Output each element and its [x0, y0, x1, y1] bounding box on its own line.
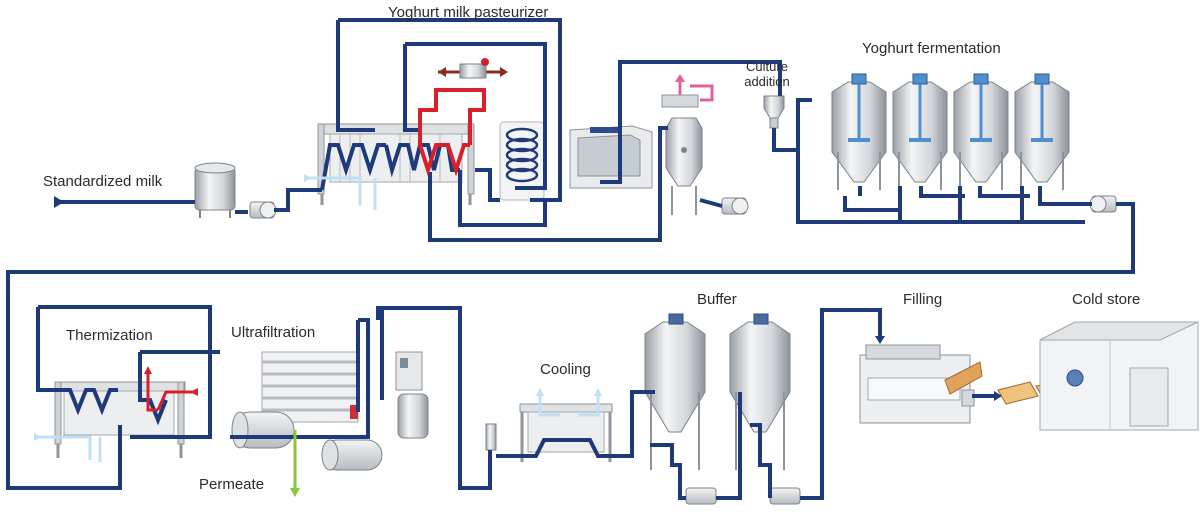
- feed-pump: [249, 201, 277, 219]
- label-standardized-milk: Standardized milk: [43, 173, 163, 190]
- label-thermization: Thermization: [66, 327, 153, 344]
- label-filling: Filling: [903, 291, 943, 308]
- cooling-water-cooler: [538, 394, 600, 417]
- heating-in-arrow-icon: [190, 388, 198, 396]
- to-cold-store-arrow-icon: [994, 391, 1002, 401]
- steam-in-arrow-icon: [500, 67, 508, 77]
- cooling-water-thermization: [40, 435, 102, 462]
- heating-out-arrow-icon: [144, 366, 152, 374]
- ultrafiltration-plant: [261, 351, 429, 439]
- cooling-water-pasteurizer: [310, 176, 377, 210]
- fermentation-outlet-pump: [1089, 195, 1117, 213]
- deaerator-pump: [721, 197, 749, 215]
- label-cooling: Cooling: [540, 361, 591, 378]
- product-pipe-pasteurizer: [235, 18, 562, 227]
- label-buffer: Buffer: [697, 291, 737, 308]
- buffer-pumps: [685, 487, 801, 505]
- fermentation-manifold: [6, 186, 1135, 490]
- permeate-arrow-icon: [290, 488, 300, 497]
- product-pipe-ultrafiltration: [230, 306, 492, 490]
- cw-cool-in-icon: [594, 388, 602, 396]
- cooling-feed-valve: [485, 423, 497, 451]
- fermentation-tanks: [831, 73, 1070, 190]
- balance-tank: [194, 162, 236, 218]
- steam-valve: [459, 58, 489, 79]
- deaerator: [661, 94, 703, 215]
- culture-line: [678, 82, 714, 102]
- inlet-arrow-icon: [54, 196, 64, 208]
- label-ultrafiltration: Ultrafiltration: [231, 324, 316, 341]
- thermization-loop: [36, 305, 220, 439]
- control-cabinet: [569, 125, 653, 189]
- steam-out-arrow-icon: [438, 67, 446, 77]
- fermentation-tank: [1014, 73, 1070, 190]
- product-pipe-to-deaerator: [428, 60, 782, 242]
- cw-th-arrow-icon: [34, 433, 42, 441]
- fermentation-tank: [892, 73, 948, 190]
- label-cold-store: Cold store: [1072, 291, 1141, 308]
- buffer-tanks: [644, 313, 791, 470]
- label-fermentation: Yoghurt fermentation: [862, 40, 1001, 57]
- label-culture-addition: Culture addition: [744, 59, 790, 89]
- filling-inlet-arrow-icon: [875, 336, 885, 344]
- thermization-heating: [146, 372, 196, 412]
- plate-heat-exchanger: [317, 123, 475, 205]
- label-permeate: Permeate: [199, 476, 265, 493]
- fermentation-tank: [953, 73, 1009, 190]
- filling-machine: [859, 344, 983, 424]
- culture-arrow-icon: [675, 74, 685, 82]
- product-pipe-cooling: [496, 308, 882, 500]
- cw-in-arrow-icon: [304, 174, 312, 182]
- buffer-tank: [729, 313, 791, 470]
- fermentation-tank: [831, 73, 887, 190]
- buffer-tank: [644, 313, 706, 470]
- heating-circuit: [418, 88, 486, 177]
- cold-store-building: [1039, 321, 1199, 431]
- label-pasteurizer: Yoghurt milk pasteurizer: [388, 4, 549, 21]
- cw-cool-out-icon: [536, 388, 544, 396]
- culture-dosing-funnel: [763, 95, 785, 129]
